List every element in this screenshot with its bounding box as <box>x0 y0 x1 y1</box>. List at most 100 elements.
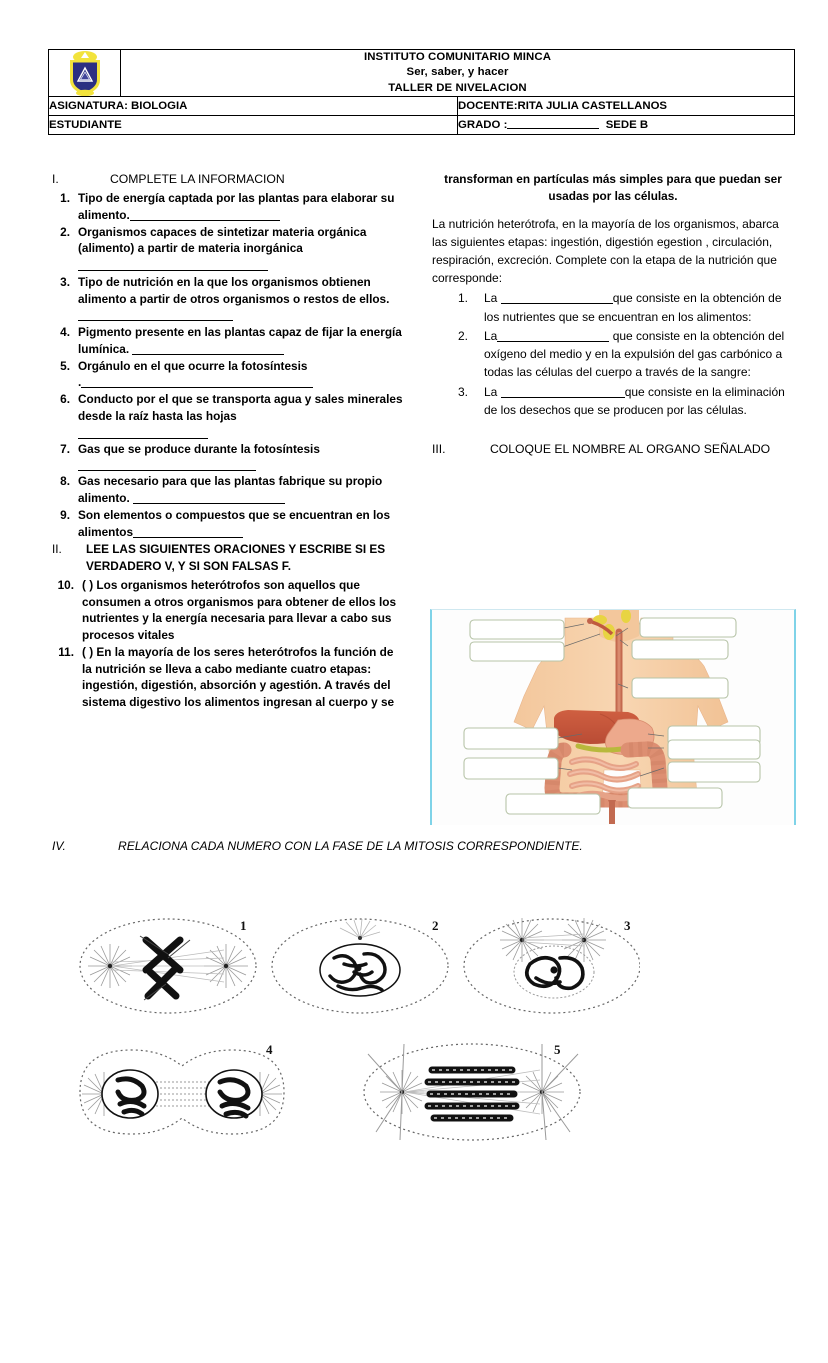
item-suffix: que consiste en la obtención del oxígeno… <box>484 328 785 380</box>
item-text: En la mayoría de los seres heterótrofos … <box>82 644 395 710</box>
section-one-list: 1. Tipo de energía captada por las plant… <box>52 190 404 540</box>
mitosis-cell-2: 2 <box>271 918 449 1014</box>
item-number: 4. <box>60 325 70 340</box>
item-number: 5. <box>60 358 70 373</box>
continuation-text: transforman en partículas más simples pa… <box>444 172 782 203</box>
item-body: Son elementos o compuestos que se encuen… <box>78 507 404 541</box>
truefalse-marker[interactable]: ( ) <box>82 577 94 592</box>
item-text: Gas necesario para que las plantas fabri… <box>78 474 383 506</box>
mitosis-svg: 1 2 <box>79 917 640 1141</box>
item-prefix: La <box>484 291 498 306</box>
answer-blank[interactable] <box>78 270 268 272</box>
item-number: 2. <box>458 328 469 343</box>
document-header-table: INSTITUTO COMUNITARIO MINCA Ser, saber, … <box>48 49 795 135</box>
answer-blank[interactable] <box>500 396 625 398</box>
item-body: La que consiste en la obtención del oxíg… <box>484 327 794 382</box>
subject-field: ASIGNATURA: BIOLOGIA <box>48 96 458 116</box>
answer-blank[interactable] <box>500 303 613 305</box>
item-text: Tipo de nutrición en la que los organism… <box>78 274 390 306</box>
item-body: Gas necesario para que las plantas fabri… <box>78 473 404 507</box>
item-text: Conducto por el que se transporta agua y… <box>78 392 403 423</box>
left-column: I. COMPLETE LA INFORMACION 1. Tipo de en… <box>52 171 404 711</box>
answer-blank[interactable] <box>78 320 233 322</box>
list-item: 6. Conducto por el que se transporta agu… <box>52 391 404 439</box>
teacher-field: DOCENTE:RITA JULIA CASTELLANOS <box>457 96 795 116</box>
item-number: 3. <box>60 274 70 289</box>
label-box <box>505 793 601 815</box>
item-number: 7. <box>60 441 70 456</box>
nutrition-paragraph: La nutrición heterótrofa, en la mayoría … <box>432 216 779 286</box>
section-four-title: RELACIONA CADA NUMERO CON LA FASE DE LA … <box>118 839 583 853</box>
item-text: Tipo de energía captada por las plantas … <box>78 191 395 222</box>
cell-number-label: 1 <box>240 918 247 933</box>
list-item: 5. Orgánulo en el que ocurre la fotosínt… <box>52 358 404 392</box>
answer-blank[interactable] <box>78 458 256 472</box>
institution-name: INSTITUTO COMUNITARIO MINCA <box>363 51 552 64</box>
grade-field: GRADO : SEDE B <box>457 115 795 135</box>
campus-label: SEDE B <box>605 119 649 131</box>
item-number: 10. <box>57 577 74 592</box>
list-item: 3. Tipo de nutrición en la que los organ… <box>52 274 404 324</box>
answer-blank[interactable] <box>81 387 314 389</box>
label-box <box>463 727 559 750</box>
answer-blank[interactable] <box>133 536 244 538</box>
header-title-row: INSTITUTO COMUNITARIO MINCA Ser, saber, … <box>48 49 795 97</box>
answer-blank[interactable] <box>129 219 280 221</box>
item-text: Son elementos o compuestos que se encuen… <box>78 507 391 539</box>
list-item: 8. Gas necesario para que las plantas fa… <box>52 473 404 507</box>
cell-number-label: 3 <box>624 918 631 933</box>
institution-motto: Ser, saber, y hacer <box>406 66 509 79</box>
list-item: 4. Pigmento presente en las plantas capa… <box>52 324 404 358</box>
mouth-and-salivary-glands <box>587 610 631 640</box>
item-suffix: que consiste en la obtención de los nutr… <box>484 291 782 324</box>
answer-blank[interactable] <box>133 503 286 505</box>
section-one-heading: I. COMPLETE LA INFORMACION <box>52 171 404 188</box>
section-two-roman: II. <box>52 542 62 557</box>
answer-blank[interactable] <box>497 340 610 342</box>
item-text: Pigmento presente en las plantas capaz d… <box>78 325 402 356</box>
item-text: Orgánulo en el que ocurre la fotosíntesi… <box>78 358 308 373</box>
label-box <box>639 617 737 638</box>
section-one-roman: I. <box>52 172 59 186</box>
item-body: Pigmento presente en las plantas capaz d… <box>78 324 404 358</box>
label-box <box>463 757 559 780</box>
gallbladder-shape <box>575 743 625 753</box>
right-column: transforman en partículas más simples pa… <box>432 171 794 458</box>
label-box <box>667 739 761 760</box>
answer-blank[interactable] <box>132 353 285 355</box>
student-field: ESTUDIANTE <box>48 115 458 135</box>
label-boxes <box>463 617 761 815</box>
item-number: 11. <box>58 644 74 659</box>
list-item: 2. La que consiste en la obtención del o… <box>458 327 794 382</box>
item-body: ( ) En la mayoría de los seres heterótro… <box>82 644 404 711</box>
logo-cell <box>48 49 121 97</box>
section-two-title: LEE LAS SIGUIENTES ORACIONES Y ESCRIBE S… <box>86 542 386 574</box>
list-item: 2. Organismos capaces de sintetizar mate… <box>52 224 404 274</box>
item-body: Tipo de energía captada por las plantas … <box>78 190 404 224</box>
section-three-roman: III. <box>432 442 446 457</box>
list-item: 1. La que consiste en la obtención de lo… <box>458 289 794 325</box>
item-body: ( ) Los organismos heterótrofos son aque… <box>82 577 404 644</box>
item-prefix: La <box>484 328 498 343</box>
list-item: 9. Son elementos o compuestos que se enc… <box>52 507 404 541</box>
item-prefix: La <box>484 384 498 399</box>
item-body: Gas que se produce durante la fotosíntes… <box>78 441 404 472</box>
label-box <box>631 639 729 660</box>
item-text: Los organismos heterótrofos son aquellos… <box>82 577 397 643</box>
section-three-title: COLOQUE EL NOMBRE AL ORGANO SEÑALADO <box>490 442 771 457</box>
mitosis-cell-4: 4 <box>79 1042 285 1135</box>
cell-number-label: 4 <box>266 1042 273 1057</box>
human-digestive-system-diagram <box>430 609 796 825</box>
item-text: Gas que se produce durante la fotosíntes… <box>78 441 320 456</box>
digestive-system-svg <box>463 610 761 824</box>
section-two-heading: II. LEE LAS SIGUIENTES ORACIONES Y ESCRI… <box>52 541 404 575</box>
item-number: 6. <box>60 392 70 407</box>
truefalse-marker[interactable]: ( ) <box>82 644 94 659</box>
list-item: 1. Tipo de energía captada por las plant… <box>52 190 404 224</box>
item-body: Orgánulo en el que ocurre la fotosíntesi… <box>78 358 404 392</box>
section-two-list: 10. ( ) Los organismos heterótrofos son … <box>52 577 404 711</box>
item-number: 1. <box>60 191 70 206</box>
grade-blank[interactable] <box>507 128 600 129</box>
mitosis-cell-5: 5 <box>363 1042 581 1141</box>
answer-blank[interactable] <box>78 426 208 439</box>
